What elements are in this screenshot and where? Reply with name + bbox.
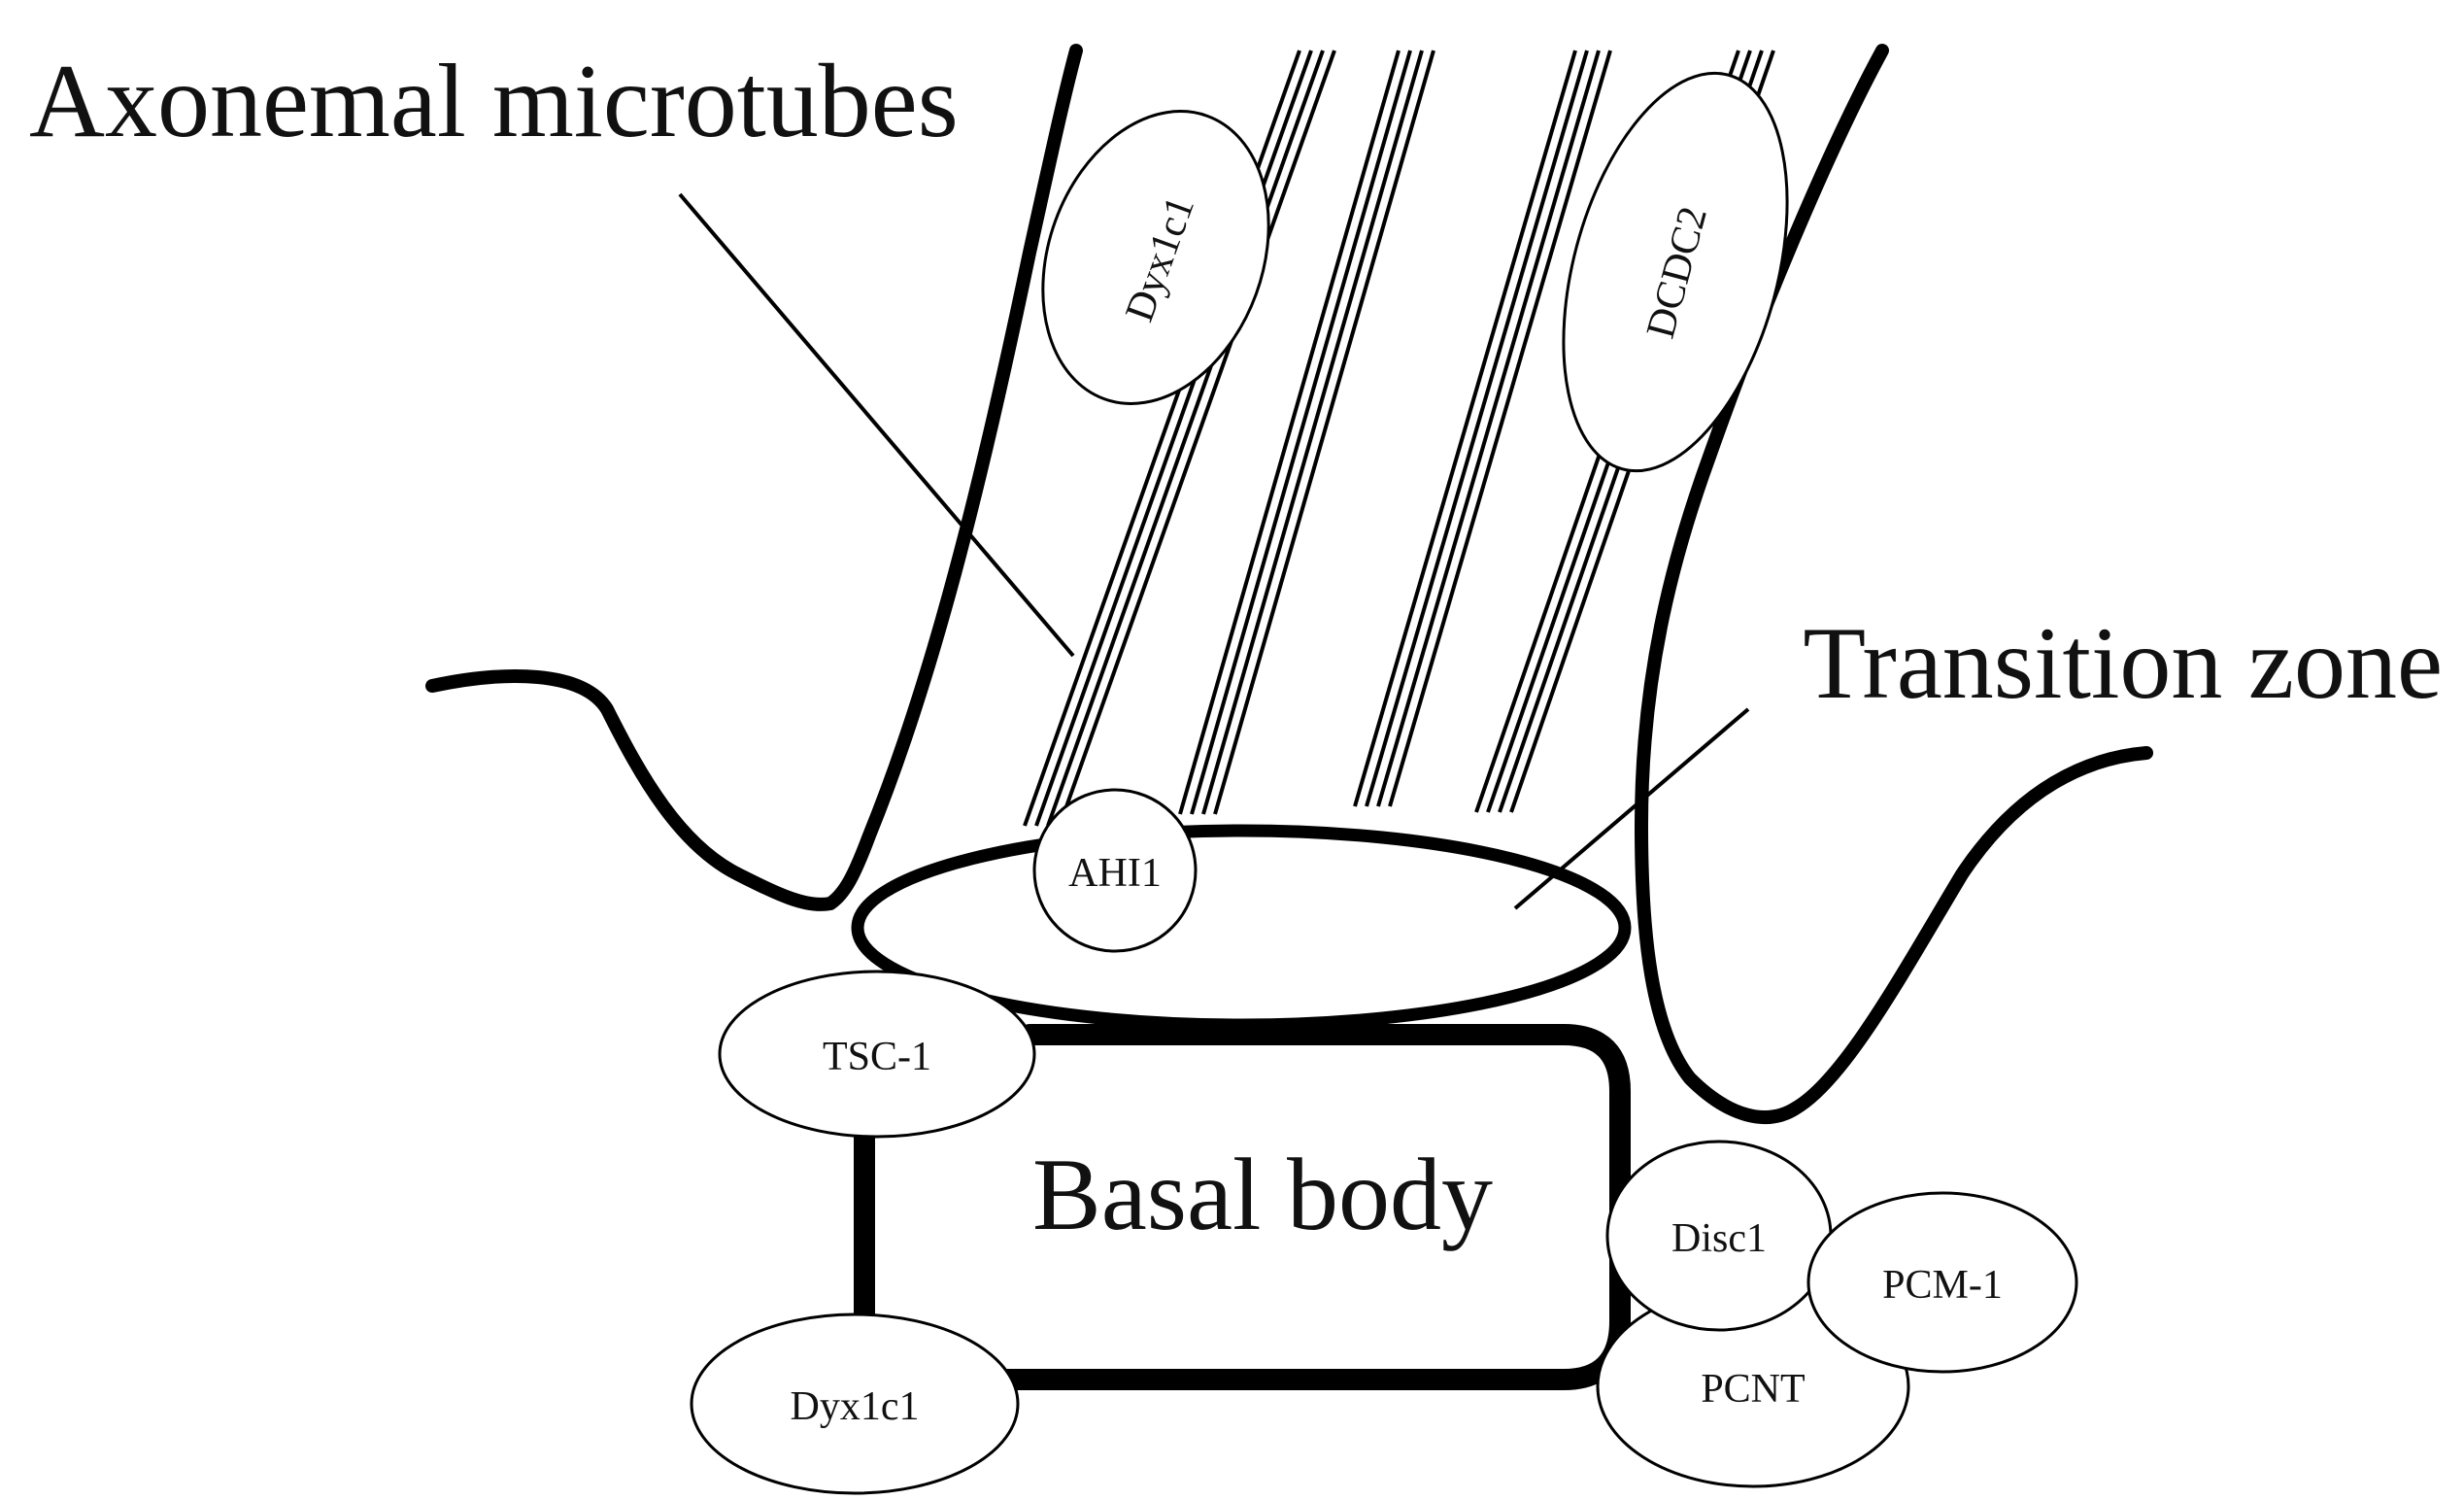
protein-dyx1c1-bottom: Dyx1c1 <box>690 1312 1020 1495</box>
protein-ahi1: AHI1 <box>1032 788 1198 953</box>
microtubule-bundle-3 <box>1353 50 1612 807</box>
basal-body-label: Basal body <box>1032 1138 1493 1251</box>
protein-dyx1c1-top: Dyx1c1 <box>1041 110 1270 405</box>
transition-zone-label: Transition zone <box>1803 606 2443 720</box>
protein-pcm1: PCM-1 <box>1806 1191 2078 1374</box>
ciliary-membrane-left <box>425 44 1083 911</box>
protein-dcdc2: DCDC2 <box>1562 71 1789 473</box>
axonemal-microtubes-label: Axonemal microtubes <box>29 44 959 159</box>
svg-text:Disc1: Disc1 <box>1671 1216 1767 1261</box>
microtubule-bundle-2 <box>1178 50 1435 815</box>
axonemal-microtubes-leader <box>678 192 1075 658</box>
svg-text:AHI1: AHI1 <box>1068 851 1162 896</box>
protein-tsc1: TSC-1 <box>718 970 1036 1139</box>
protein-disc1: Disc1 <box>1605 1140 1833 1332</box>
svg-text:PCNT: PCNT <box>1701 1367 1805 1412</box>
svg-text:TSC-1: TSC-1 <box>823 1035 931 1079</box>
transition-zone-leader <box>1513 707 1750 910</box>
svg-text:Dyx1c1: Dyx1c1 <box>791 1384 920 1429</box>
svg-text:PCM-1: PCM-1 <box>1882 1263 2003 1308</box>
